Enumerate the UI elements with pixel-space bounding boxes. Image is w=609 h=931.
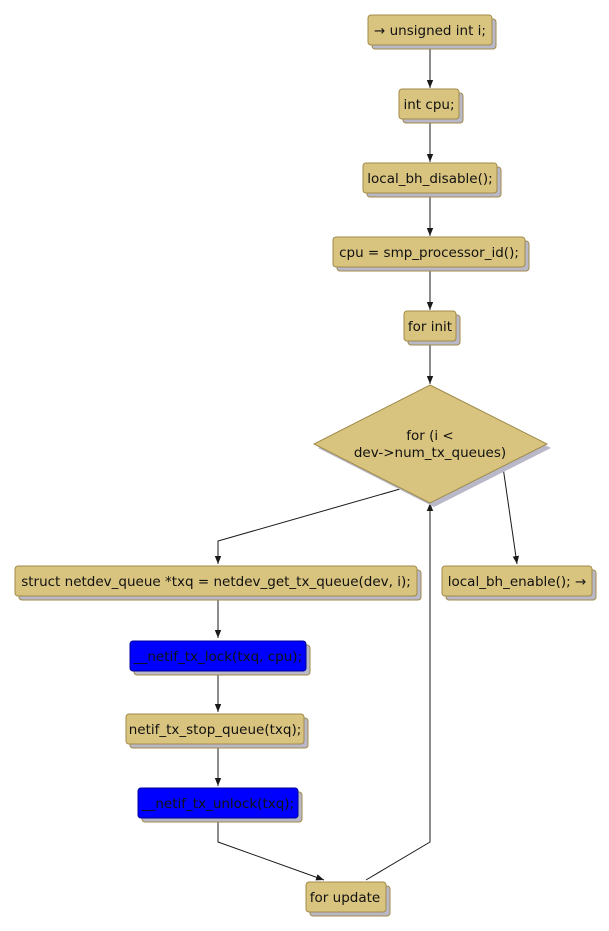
node-label: local_bh_disable(); [367,171,492,187]
node-box [398,88,460,120]
node-box [403,310,457,342]
node-get-tx-queue: struct netdev_queue *txq = netdev_get_tx… [14,565,422,601]
node-label: int cpu; [404,97,455,113]
node-unsigned-int-i: → unsigned int i; [367,14,497,50]
node-box [362,162,498,194]
node-box [367,14,493,46]
node-box [305,881,387,913]
node-label: __netif_tx_unlock(txq); [141,796,294,812]
node-netif-tx-stop-queue: netif_tx_stop_queue(txq); [125,713,309,749]
node-for-init: for init [403,310,461,346]
node-label: local_bh_enable(); → [448,574,587,590]
node-box [14,565,418,597]
node-label: netif_tx_stop_queue(txq); [129,722,302,738]
loop-condition-line-1: for (i < [406,428,453,444]
node-local-bh-disable: local_bh_disable(); [362,162,502,198]
node-box [129,640,307,672]
node-label: cpu = smp_processor_id(); [339,245,519,261]
loop-condition-line-2: dev->num_tx_queues) [354,445,506,461]
edges [214,45,520,881]
edge-n11-update [217,819,325,881]
node-label: → unsigned int i; [374,23,486,39]
edge-update-loop [365,503,434,881]
node-cpu-assign: cpu = smp_processor_id(); [332,236,530,272]
node-label: struct netdev_queue *txq = netdev_get_tx… [21,574,411,590]
node-netif-tx-lock: __netif_tx_lock(txq, cpu); [129,640,311,676]
node-label: __netif_tx_lock(txq, cpu); [133,649,302,665]
node-label: for init [408,319,452,335]
edge-loop-exit [502,466,520,565]
node-int-cpu: int cpu; [398,88,464,124]
node-box [125,713,305,745]
node-local-bh-enable: local_bh_enable(); → [441,565,597,601]
node-box [137,787,299,819]
loop-condition-diamond: for (i < dev->num_tx_queues) [312,384,551,507]
diamond-shape [312,384,549,504]
node-netif-tx-unlock: __netif_tx_unlock(txq); [137,787,303,823]
node-label: for update [310,890,380,906]
node-for-update: for update [305,881,391,917]
node-box [441,565,593,597]
edge-loop-body [214,488,401,564]
node-box [332,236,526,268]
